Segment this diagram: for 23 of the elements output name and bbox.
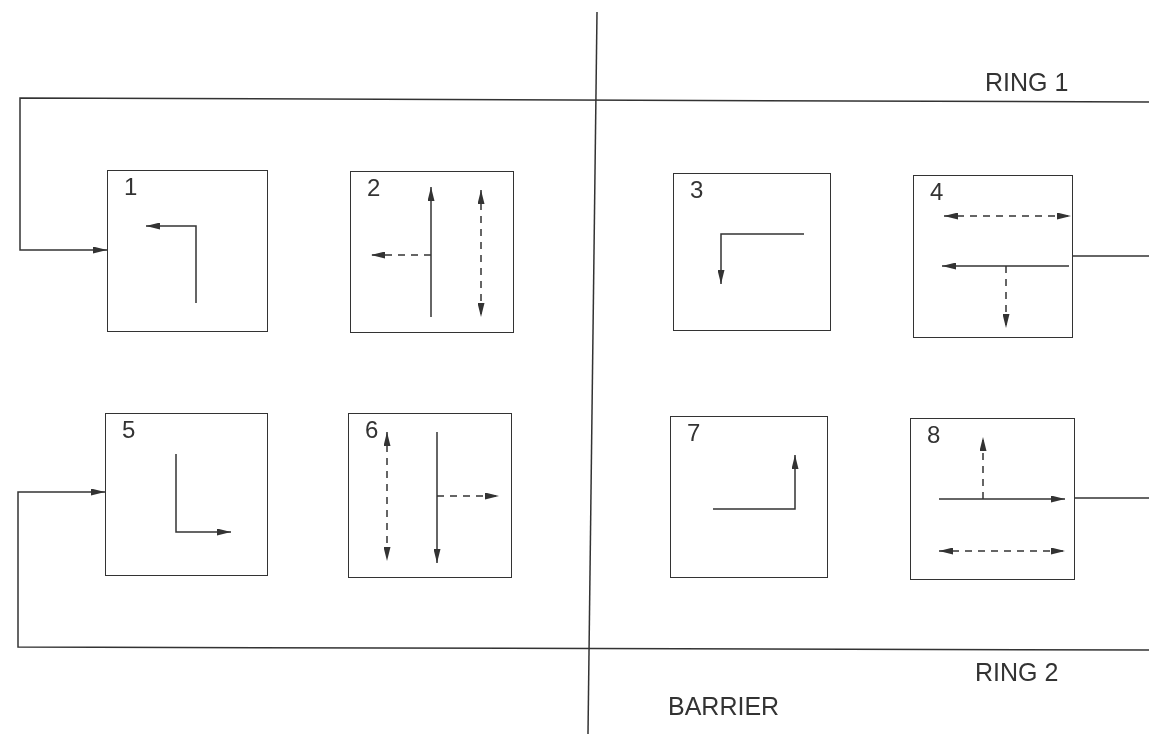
ring-line — [1074, 497, 1149, 499]
phase-number: 1 — [124, 175, 138, 199]
phase-number: 4 — [930, 180, 944, 204]
phase-number: 5 — [122, 418, 136, 442]
phase-number: 8 — [927, 423, 941, 447]
label-text: BARRIER — [668, 694, 780, 719]
phase-box — [107, 170, 268, 332]
phase-box — [910, 418, 1075, 580]
phase-box — [348, 413, 512, 578]
ring-line — [17, 488, 1149, 651]
ring-line — [1072, 255, 1149, 257]
phase-box — [913, 175, 1073, 338]
label-text: RING 1 — [985, 70, 1069, 95]
phase-box — [673, 173, 831, 331]
label-text: RING 2 — [975, 660, 1059, 685]
phase-box — [670, 416, 828, 578]
phase-number: 7 — [687, 421, 701, 445]
ring-line — [19, 97, 1149, 254]
phase-box — [350, 171, 514, 333]
phase-number: 2 — [367, 176, 381, 200]
phase-number: 3 — [690, 178, 704, 202]
phase-box — [105, 413, 268, 576]
phase-number: 6 — [365, 418, 379, 442]
